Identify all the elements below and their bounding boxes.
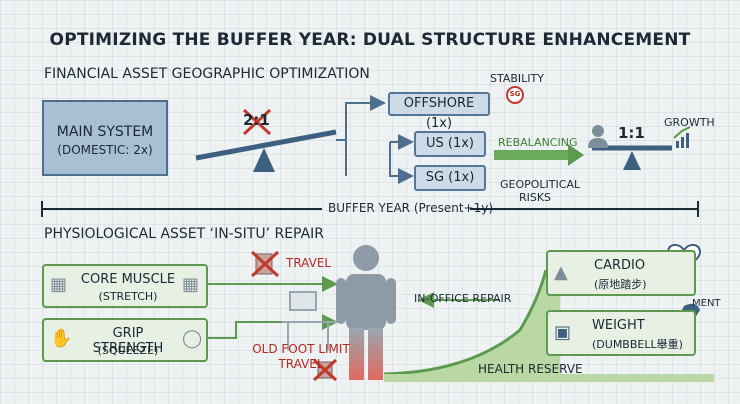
cardio-subtitle: (原地踏步) xyxy=(594,278,647,291)
rebalancing-label: REBALANCING xyxy=(498,136,578,149)
torso-icon: ▦ xyxy=(50,274,68,295)
timeline xyxy=(41,201,699,217)
health-reserve-curve xyxy=(383,269,714,382)
abs-icon: ▦ xyxy=(182,274,200,295)
growth-chart-icon xyxy=(673,126,691,148)
geopolitical-risks-label: GEOPOLITICAL RISKS xyxy=(500,178,581,204)
grip-strength-subtitle: (SQUEEZE) xyxy=(97,344,159,357)
financial-section-label: FINANCIAL ASSET GEOGRAPHIC OPTIMIZATION xyxy=(44,66,370,82)
old-foot-limit-label: OLD FOOT LIMIT TRAVEL xyxy=(252,342,350,372)
sg-badge-text: SG xyxy=(509,90,521,98)
desk-icon xyxy=(282,291,336,350)
old-ratio-label: 2:1 xyxy=(243,111,270,129)
physio-section-label: PHYSIOLOGICAL ASSET ‘IN-SITU’ REPAIR xyxy=(44,226,325,242)
geopolitical-line1: GEOPOLITICAL xyxy=(500,178,581,191)
weight-box: ▣ WEIGHT (DUMBBELL舉重) xyxy=(546,310,696,356)
page-title: OPTIMIZING THE BUFFER YEAR: DUAL STRUCTU… xyxy=(49,30,691,50)
weight-subtitle: (DUMBBELL舉重) xyxy=(592,338,683,351)
main-system-subtitle: (DOMESTIC: 2x) xyxy=(57,143,153,157)
health-reserve-label: HEALTH RESERVE xyxy=(478,362,583,376)
core-muscle-title: CORE MUSCLE xyxy=(80,272,176,287)
main-system-box: MAIN SYSTEM (DOMESTIC: 2x) xyxy=(42,100,168,176)
legs-icon: ▲ xyxy=(554,262,568,283)
branch-connectors xyxy=(336,95,414,184)
seesaw-left xyxy=(195,129,337,172)
ment-label: MENT xyxy=(692,298,721,309)
us-box: US (1x) xyxy=(414,131,486,157)
timeline-label: BUFFER YEAR (Present+1y) xyxy=(328,201,494,215)
old-foot-line2: TRAVEL xyxy=(278,357,324,371)
seesaw-right xyxy=(592,145,672,170)
core-muscle-subtitle: (STRETCH) xyxy=(98,290,158,303)
new-ratio-label: 1:1 xyxy=(618,124,645,142)
person-icon xyxy=(588,125,608,148)
cardio-box: ▲ CARDIO (原地踏步) xyxy=(546,250,696,296)
old-foot-line1: OLD FOOT LIMIT xyxy=(252,342,350,356)
sg-box: SG (1x) xyxy=(414,165,486,191)
offshore-box: OFFSHORE (1x) xyxy=(388,92,490,131)
grip-strength-title: GRIP STRENGTH xyxy=(92,326,164,356)
grip-strength-box: ✋ ◯ GRIP STRENGTH (SQUEEZE) xyxy=(42,318,208,362)
weight-title: WEIGHT xyxy=(592,318,645,333)
growth-label: GROWTH xyxy=(664,116,715,129)
main-system-title: MAIN SYSTEM xyxy=(56,124,154,140)
travel-cross-icon-lower xyxy=(312,358,338,382)
travel-label: TRAVEL xyxy=(286,256,332,270)
dumbbell-icon: ▣ xyxy=(554,322,572,343)
grip-trainer-icon: ◯ xyxy=(182,328,203,349)
hand-icon: ✋ xyxy=(50,328,73,349)
core-muscle-box: ▦ ▦ CORE MUSCLE (STRETCH) xyxy=(42,264,208,308)
sg-badge-icon xyxy=(506,86,524,104)
in-office-repair-label: IN-OFFICE REPAIR xyxy=(414,292,512,305)
cross-mark-old-ratio xyxy=(242,108,272,136)
rebalancing-arrow xyxy=(494,144,584,166)
travel-cross-icon xyxy=(250,250,280,278)
cardio-title: CARDIO xyxy=(594,258,646,273)
human-figure xyxy=(336,245,396,380)
stability-label: STABILITY xyxy=(490,72,544,85)
geopolitical-line2: RISKS xyxy=(518,191,552,204)
